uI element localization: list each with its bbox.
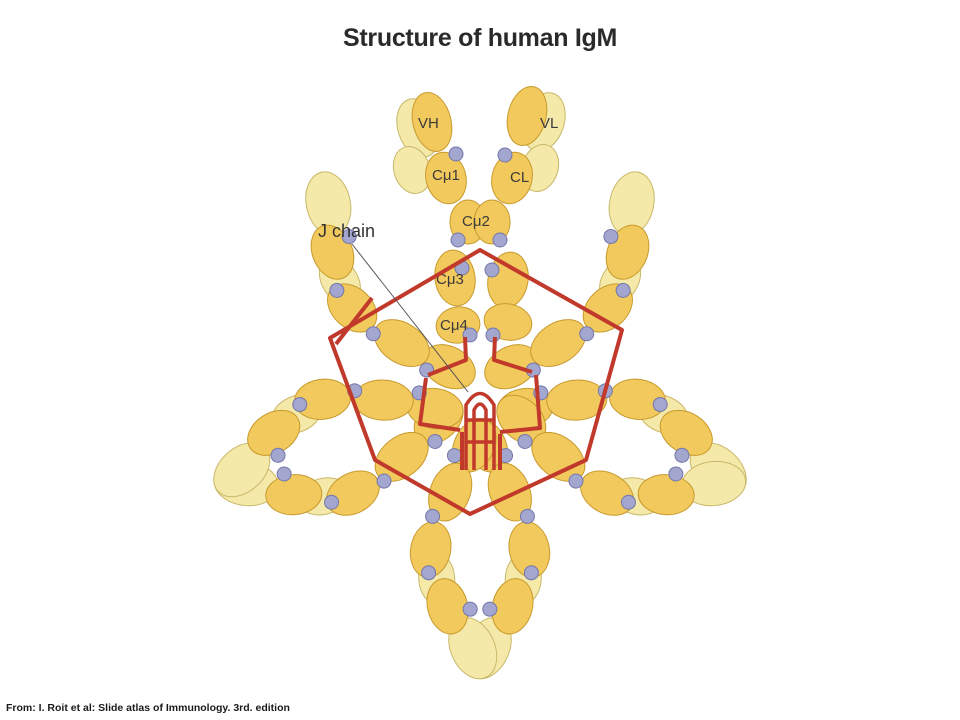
carbohydrate-group bbox=[615, 282, 631, 298]
carbohydrate-group bbox=[519, 508, 535, 524]
carbohydrate-group bbox=[668, 466, 684, 482]
carbohydrate-group bbox=[365, 326, 381, 342]
label-j-chain: J chain bbox=[318, 221, 375, 241]
carbohydrate-group bbox=[324, 494, 340, 510]
carbohydrate-group bbox=[674, 447, 690, 463]
carbohydrate-group bbox=[425, 508, 441, 524]
other-monomers bbox=[213, 171, 747, 680]
carbohydrate-group bbox=[292, 397, 308, 413]
carbohydrate-group bbox=[620, 494, 636, 510]
carbohydrate-group bbox=[603, 229, 619, 245]
carbohydrate-group bbox=[568, 473, 584, 489]
carbohydrate-group bbox=[579, 326, 595, 342]
monomer-arm bbox=[213, 171, 476, 498]
carbohydrate-group bbox=[376, 473, 392, 489]
diagram-title: Structure of human IgM bbox=[343, 24, 617, 52]
j-chain bbox=[464, 391, 496, 470]
carbohydrate-group bbox=[276, 466, 292, 482]
disulfide-bonds bbox=[328, 248, 624, 516]
heavy-chain-domain bbox=[265, 474, 323, 516]
heavy-chain-domain bbox=[546, 379, 608, 421]
heavy-chain-domain bbox=[637, 474, 695, 516]
label-cmu1: Cμ1 bbox=[432, 167, 460, 184]
heavy-chain-domain bbox=[426, 578, 469, 635]
carbohydrate-group bbox=[270, 447, 286, 463]
label-vl: VL bbox=[540, 115, 558, 132]
carbohydrate-group bbox=[462, 601, 478, 617]
carbohydrate-group bbox=[482, 601, 498, 617]
heavy-chain-domain bbox=[247, 409, 301, 456]
heavy-chain-domain bbox=[530, 319, 587, 367]
carbohydrate-group bbox=[329, 282, 345, 298]
heavy-chain-domain bbox=[352, 379, 414, 421]
j-chain-pointer bbox=[351, 243, 469, 393]
heavy-chain-domain bbox=[659, 409, 713, 456]
carbohydrate-group bbox=[427, 433, 443, 449]
carbohydrate-group bbox=[421, 565, 437, 581]
carbohydrate-group bbox=[517, 433, 533, 449]
heavy-chain-domain bbox=[531, 431, 586, 482]
label-cl: CL bbox=[510, 169, 529, 186]
carbohydrate-group bbox=[523, 565, 539, 581]
heavy-chain-domain bbox=[491, 578, 534, 635]
label-cmu4: Cμ4 bbox=[440, 317, 468, 334]
label-cmu3: Cμ3 bbox=[436, 271, 464, 288]
carbohydrate-group bbox=[341, 229, 357, 245]
carbohydrate-group bbox=[652, 397, 668, 413]
label-cmu2: Cμ2 bbox=[462, 213, 490, 230]
outer-pentagon-bonds bbox=[328, 248, 624, 516]
top-monomer: VH VL Cμ1 CL Cμ2 Cμ3 Cμ4 bbox=[392, 86, 566, 344]
heavy-chain-domain bbox=[373, 319, 430, 367]
label-vh: VH bbox=[418, 115, 439, 132]
source-credit: From: I. Roit et al: Slide atlas of Immu… bbox=[6, 702, 290, 714]
